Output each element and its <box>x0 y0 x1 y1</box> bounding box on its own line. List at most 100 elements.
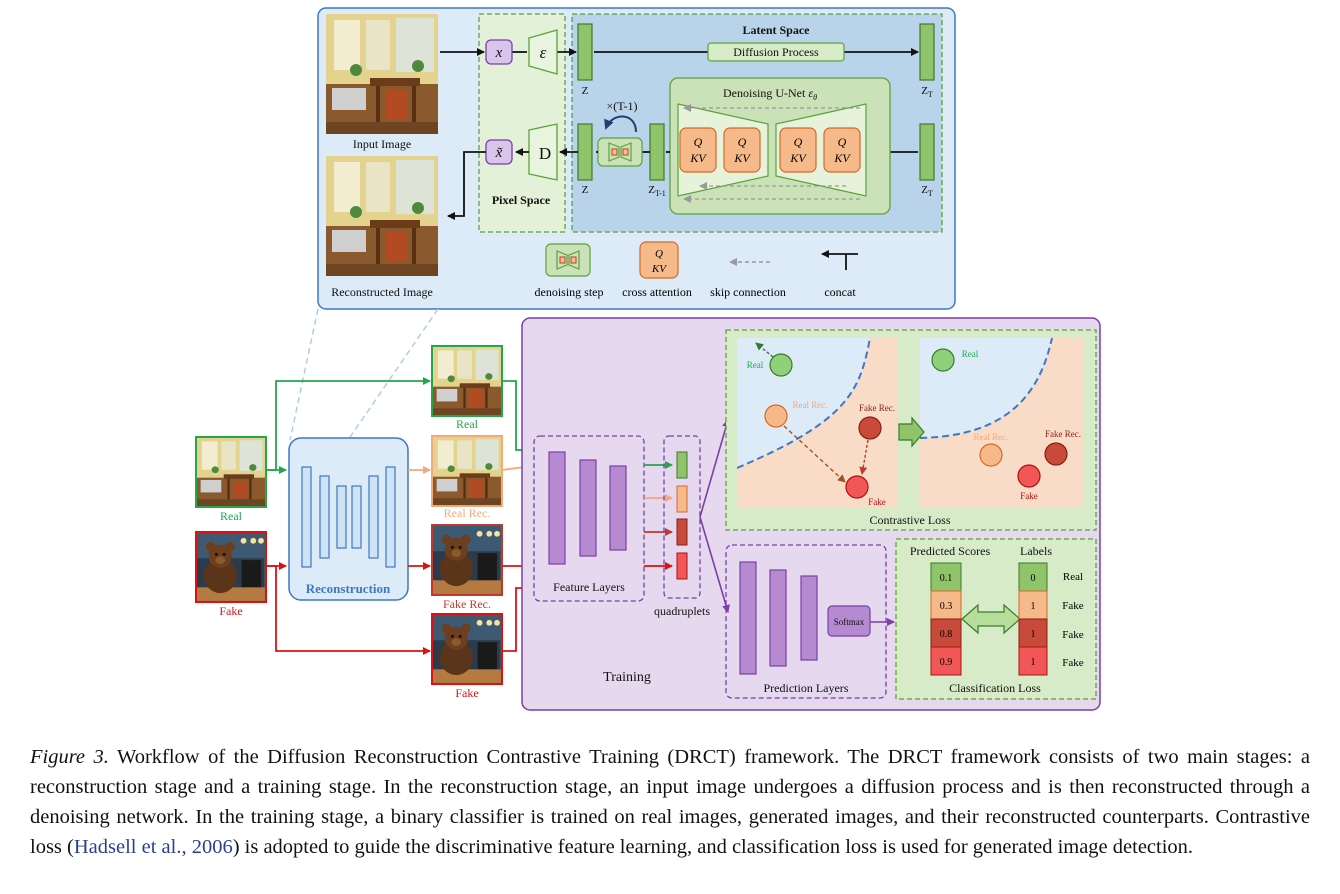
label-name-2: Fake <box>1062 629 1084 641</box>
fake-input-label: Fake <box>219 604 242 618</box>
real-label: Real <box>456 417 479 431</box>
decoder-symbol: D <box>539 144 551 163</box>
transition-arrow <box>898 416 925 448</box>
quadruplets-box <box>663 435 701 599</box>
legend-concat: concat <box>824 285 856 299</box>
svg-text:1: 1 <box>1031 657 1036 668</box>
feature-layers-label: Feature Layers <box>553 580 625 594</box>
feature-layers-box <box>533 435 645 602</box>
zt1-bar <box>649 123 665 181</box>
training-label: Training <box>603 670 651 685</box>
labels-header: Labels <box>1020 544 1052 558</box>
softmax-block <box>827 605 871 637</box>
svg-text:Q: Q <box>838 135 847 149</box>
z-bar-top <box>577 23 593 81</box>
training-panel: Training Feature Layers quadruplets Real <box>521 317 1101 711</box>
contrastive-fake-right: Fake <box>1020 491 1038 501</box>
caption-text-1: Workflow of the Diffusion Reconstruction… <box>30 746 1310 858</box>
svg-text:Q: Q <box>694 135 703 149</box>
diffusion-process-box <box>707 42 845 62</box>
fake-rec-image <box>431 524 503 596</box>
svg-text:KV: KV <box>689 151 707 165</box>
contrastive-loss-label: Contrastive Loss <box>870 513 951 527</box>
predicted-scores-header: Predicted Scores <box>910 544 991 558</box>
svg-text:KV: KV <box>651 263 667 275</box>
pixel-space-label: Pixel Space <box>492 193 551 207</box>
prediction-layers-label: Prediction Layers <box>764 681 849 695</box>
contrastive-fakerec-right: Fake Rec. <box>1045 429 1081 439</box>
label-name-0: Real <box>1063 571 1083 583</box>
encoder-block <box>528 29 558 75</box>
label-name-3: Fake <box>1062 657 1084 669</box>
legend-denoising-step: denoising step <box>535 285 604 299</box>
zt-bar-top <box>919 23 935 81</box>
zt-bar-bottom <box>919 123 935 181</box>
svg-text:0.9: 0.9 <box>940 657 953 668</box>
reconstruction-label: Reconstruction <box>306 581 391 596</box>
legend-cross-attention: cross attention <box>622 285 692 299</box>
fake-image <box>431 613 503 685</box>
denoising-unet-label: Denoising U-Net εθ <box>723 86 817 102</box>
latent-space-title: Latent Space <box>743 23 811 37</box>
x-symbol: x <box>495 45 503 61</box>
softmax-label: Softmax <box>834 617 865 627</box>
reconstruction-block: Reconstruction <box>288 437 409 601</box>
z-label-top: Z <box>582 85 589 97</box>
fake-rec-label: Fake Rec. <box>443 597 491 611</box>
svg-text:KV: KV <box>733 151 751 165</box>
cross-attention-blocks: Q KV Q KV Q KV Q KV <box>679 127 861 173</box>
contrastive-realrec-right: Real Rec. <box>974 432 1009 442</box>
real-rec-label: Real Rec. <box>444 506 491 520</box>
svg-text:0: 0 <box>1031 573 1036 584</box>
encoder-symbol: ε <box>540 43 547 62</box>
contrastive-fake-left: Fake <box>868 497 886 507</box>
svg-text:KV: KV <box>789 151 807 165</box>
reconstructed-image-label: Reconstructed Image <box>331 285 433 299</box>
svg-text:1: 1 <box>1031 601 1036 612</box>
svg-text:KV: KV <box>833 151 851 165</box>
contrastive-real-right: Real <box>962 349 979 359</box>
contrastive-real-left: Real <box>747 360 764 370</box>
unet-decoder-shape <box>775 103 867 197</box>
contrastive-fakerec-left: Fake Rec. <box>859 403 895 413</box>
caption-citation-link[interactable]: Hadsell et al., 2006 <box>73 836 233 858</box>
caption-lead: Figure 3. <box>30 746 109 768</box>
svg-text:0.8: 0.8 <box>940 629 953 640</box>
input-image <box>326 14 438 134</box>
decoder-block <box>528 123 558 181</box>
reconstructed-image <box>326 156 438 276</box>
real-input-label: Real <box>220 509 243 523</box>
denoising-step-node <box>597 137 643 167</box>
fake-input-image <box>195 531 267 603</box>
score-cells: 0.1 0.3 0.8 0.9 <box>930 562 962 676</box>
classification-loss-label: Classification Loss <box>949 681 1041 695</box>
svg-text:0.1: 0.1 <box>940 573 953 584</box>
svg-text:Q: Q <box>655 248 663 260</box>
legend: denoising step Q KV cross attention skip… <box>535 241 858 299</box>
input-image-label: Input Image <box>353 137 411 151</box>
real-input-image <box>195 436 267 508</box>
svg-text:0.3: 0.3 <box>940 601 953 612</box>
svg-text:Q: Q <box>738 135 747 149</box>
real-rec-image <box>431 435 503 507</box>
zt-label-top: ZT <box>921 85 933 99</box>
reconstruction-detail-panel: Input Image Reconstructed Image Pixel Sp… <box>317 7 956 310</box>
zt-label-bottom: ZT <box>921 184 933 198</box>
diffusion-process-label: Diffusion Process <box>733 45 819 59</box>
caption-text-2: ) is adopted to guide the discriminative… <box>232 836 1194 858</box>
repeat-label: ×(T-1) <box>607 99 638 113</box>
z-label-bottom: Z <box>582 184 589 196</box>
real-image <box>431 345 503 417</box>
label-cells: 0 1 1 1 <box>1018 562 1048 676</box>
unet-encoder-shape <box>677 103 769 197</box>
x-tilde-symbol: x̃ <box>495 145 503 161</box>
svg-text:Q: Q <box>794 135 803 149</box>
contrastive-realrec-left: Real Rec. <box>793 400 828 410</box>
zt1-label: ZT-1 <box>648 184 666 198</box>
z-bar-bottom <box>577 123 593 181</box>
quadruplets-label: quadruplets <box>654 604 710 618</box>
label-name-1: Fake <box>1062 600 1084 612</box>
svg-text:1: 1 <box>1031 629 1036 640</box>
x-input-node <box>485 39 513 65</box>
figure-caption: Figure 3. Workflow of the Diffusion Reco… <box>30 742 1310 862</box>
